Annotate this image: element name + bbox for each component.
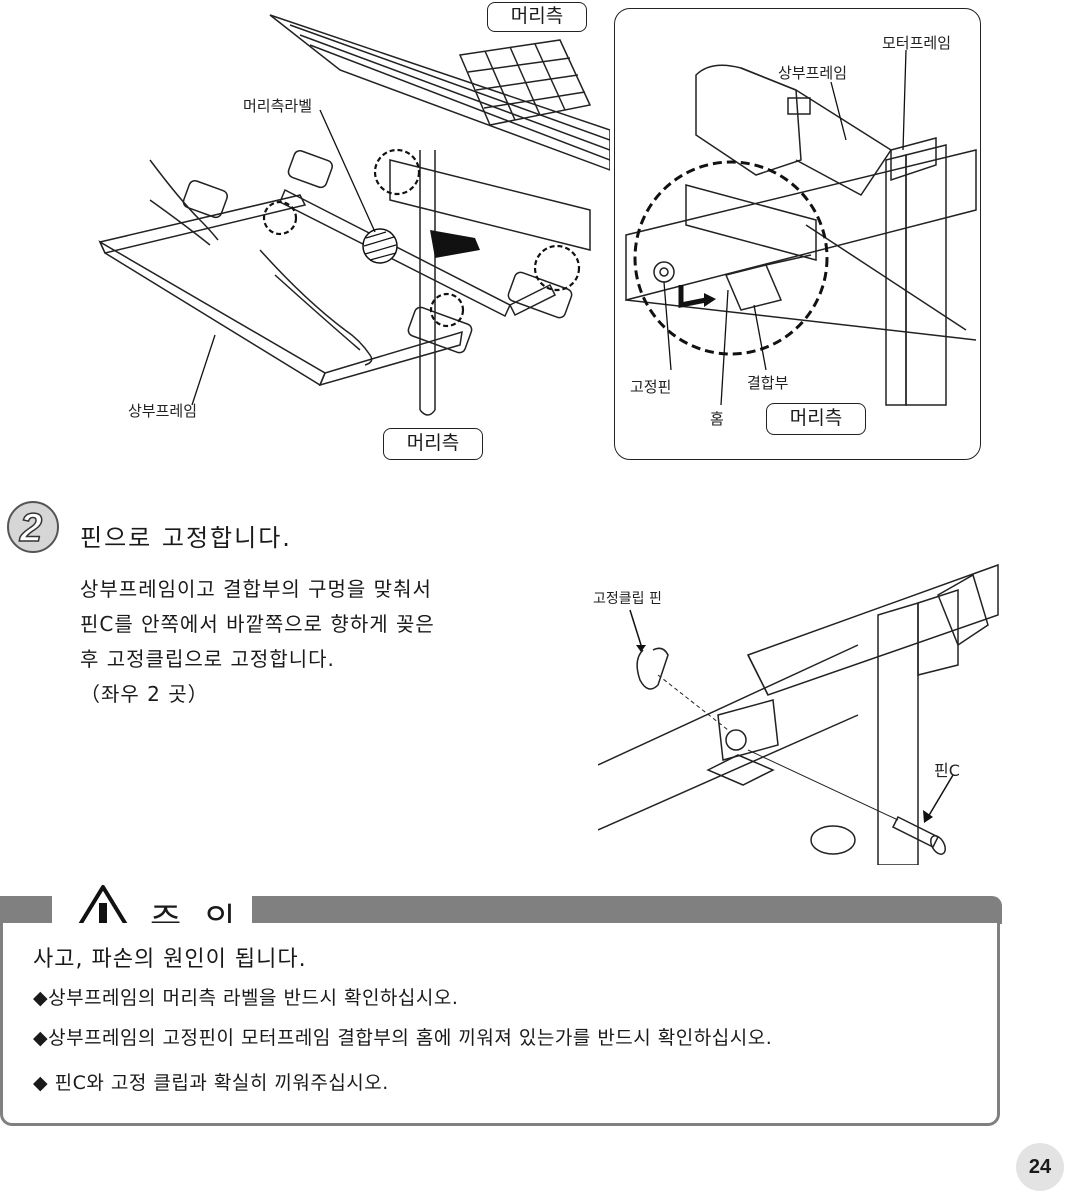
pin-c-illustration — [598, 563, 999, 865]
caution-box: 사고, 파손의 원인이 됩니다. ◆상부프레임의 머리측 라벨을 반드시 확인하… — [0, 923, 1000, 1126]
caution-header-bar-right — [252, 896, 1002, 924]
caution-section: 주 의 사고, 파손의 원인이 됩니다. ◆상부프레임의 머리측 라벨을 반드시… — [0, 885, 1002, 1126]
joint-detail-illustration — [625, 49, 977, 406]
step-line-1: 상부프레임이고 결합부의 구멍을 맞춰서 — [80, 577, 432, 601]
groove-caption: 홈 — [710, 410, 724, 428]
upper-frame-caption: 상부프레임 — [128, 402, 198, 420]
step-line-3: 후 고정클립으로 고정합니다. — [80, 647, 335, 671]
motor-frame-caption: 모터프레임 — [882, 34, 952, 52]
pin-c-caption: 핀C — [934, 761, 960, 780]
caution-item: ◆상부프레임의 머리측 라벨을 반드시 확인하십시오. — [33, 987, 459, 1009]
step-line-4: （좌우 2 곳） — [80, 682, 209, 706]
inset-upper-frame-caption: 상부프레임 — [778, 64, 848, 82]
caution-item: ◆상부프레임의 고정핀이 모터프레임 결합부의 홈에 끼워져 있는가를 반드시 … — [33, 1027, 773, 1049]
step-instructions: 상부프레임이고 결합부의 구멍을 맞춰서 핀C를 안쪽에서 바깥쪽으로 향하게 … — [80, 572, 435, 712]
head-side-label-caption: 머리측라벨 — [243, 97, 313, 115]
svg-text:2: 2 — [19, 506, 42, 550]
detail-inset-panel — [614, 8, 981, 460]
caution-header-bar-left — [0, 896, 52, 924]
head-side-badge-top: 머리측 — [487, 2, 587, 32]
step-number-badge: 2 — [7, 501, 59, 553]
joint-caption: 결합부 — [747, 374, 789, 392]
fixing-pin-caption: 고정핀 — [630, 378, 672, 396]
step-title: 핀으로 고정합니다. — [80, 524, 292, 552]
step-line-2: 핀C를 안쪽에서 바깥쪽으로 향하게 꽂은 — [80, 612, 435, 636]
clip-pin-caption: 고정클립 핀 — [593, 591, 662, 607]
head-side-badge-bottom: 머리측 — [383, 428, 483, 460]
bed-frame-illustration — [98, 14, 610, 416]
inset-head-side-badge: 머리측 — [766, 403, 866, 435]
caution-heading: 사고, 파손의 원인이 됩니다. — [33, 947, 307, 972]
page-number: 24 — [1016, 1143, 1064, 1191]
caution-item: ◆ 핀C와 고정 클립과 확실히 끼워주십시오. — [33, 1072, 389, 1094]
